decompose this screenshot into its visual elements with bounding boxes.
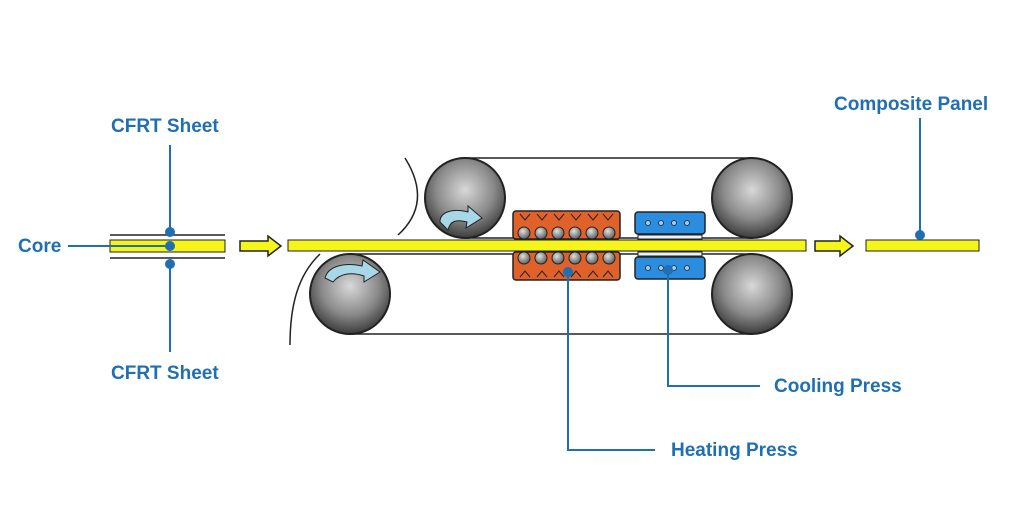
cooling-press-holes: [645, 220, 690, 271]
roller-upper-left: [424, 157, 506, 239]
rotation-arrow-icon: [324, 259, 381, 283]
cfrt-sheet-bottom-label: CFRT Sheet: [111, 363, 219, 384]
cfrt-bottom-leader-dot: [165, 259, 175, 269]
composite-panel-leader: [915, 118, 925, 240]
cooling-press-label: Cooling Press: [774, 376, 902, 397]
cooling-press-plates: [637, 234, 703, 257]
press-leaders: [563, 265, 760, 451]
heating-press-leader: [567, 272, 655, 451]
roller-upper-right: [711, 157, 793, 239]
core-leader-dot: [165, 241, 175, 251]
feed-arrow-icon: [239, 234, 283, 258]
heating-press-label: Heating Press: [671, 440, 798, 461]
cooling-press-leader: [667, 270, 760, 387]
cfrt-top-leader-dot: [165, 227, 175, 237]
panel-strip: [287, 239, 807, 252]
input-leaders: [68, 145, 175, 352]
composite-panel-label: Composite Panel: [834, 94, 989, 115]
cooling-press-upper-block: [634, 211, 706, 235]
core-label: Core: [18, 236, 62, 257]
roller-lower-right: [711, 253, 793, 335]
output-arrow-icon: [814, 234, 855, 258]
composite-panel-output: [865, 239, 980, 252]
rotation-arrow-icon: [439, 204, 483, 231]
cfrt-sheet-top-label: CFRT Sheet: [111, 116, 219, 137]
heating-element-pattern: [519, 213, 614, 278]
heating-press: [512, 210, 621, 281]
heating-press-rollers: [517, 226, 616, 265]
